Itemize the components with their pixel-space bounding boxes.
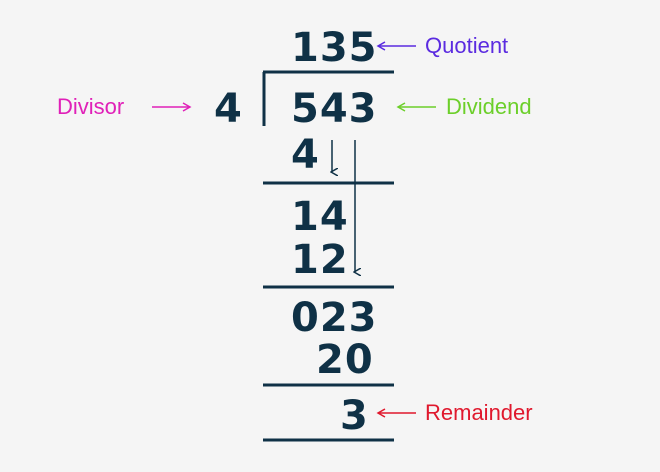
divisor-value: 4 bbox=[214, 86, 243, 132]
dividend-value: 543 bbox=[291, 86, 378, 132]
step-product-3: 20 bbox=[316, 337, 374, 383]
quotient-arrow-icon bbox=[376, 41, 416, 51]
divisor-label: Divisor bbox=[57, 94, 125, 119]
quotient-label: Quotient bbox=[425, 33, 509, 58]
remainder-label: Remainder bbox=[425, 400, 533, 425]
quotient-value: 135 bbox=[291, 25, 378, 71]
step-difference-2: 023 bbox=[291, 295, 378, 341]
remainder-value: 3 bbox=[340, 393, 369, 439]
step-difference-1: 14 bbox=[291, 194, 349, 240]
remainder-arrow-icon bbox=[376, 408, 416, 418]
step-product-2: 12 bbox=[291, 237, 349, 283]
step-product-1: 4 bbox=[291, 132, 320, 178]
dividend-arrow-icon bbox=[396, 102, 436, 112]
dividend-label: Dividend bbox=[446, 94, 532, 119]
divisor-arrow-icon bbox=[152, 102, 192, 112]
